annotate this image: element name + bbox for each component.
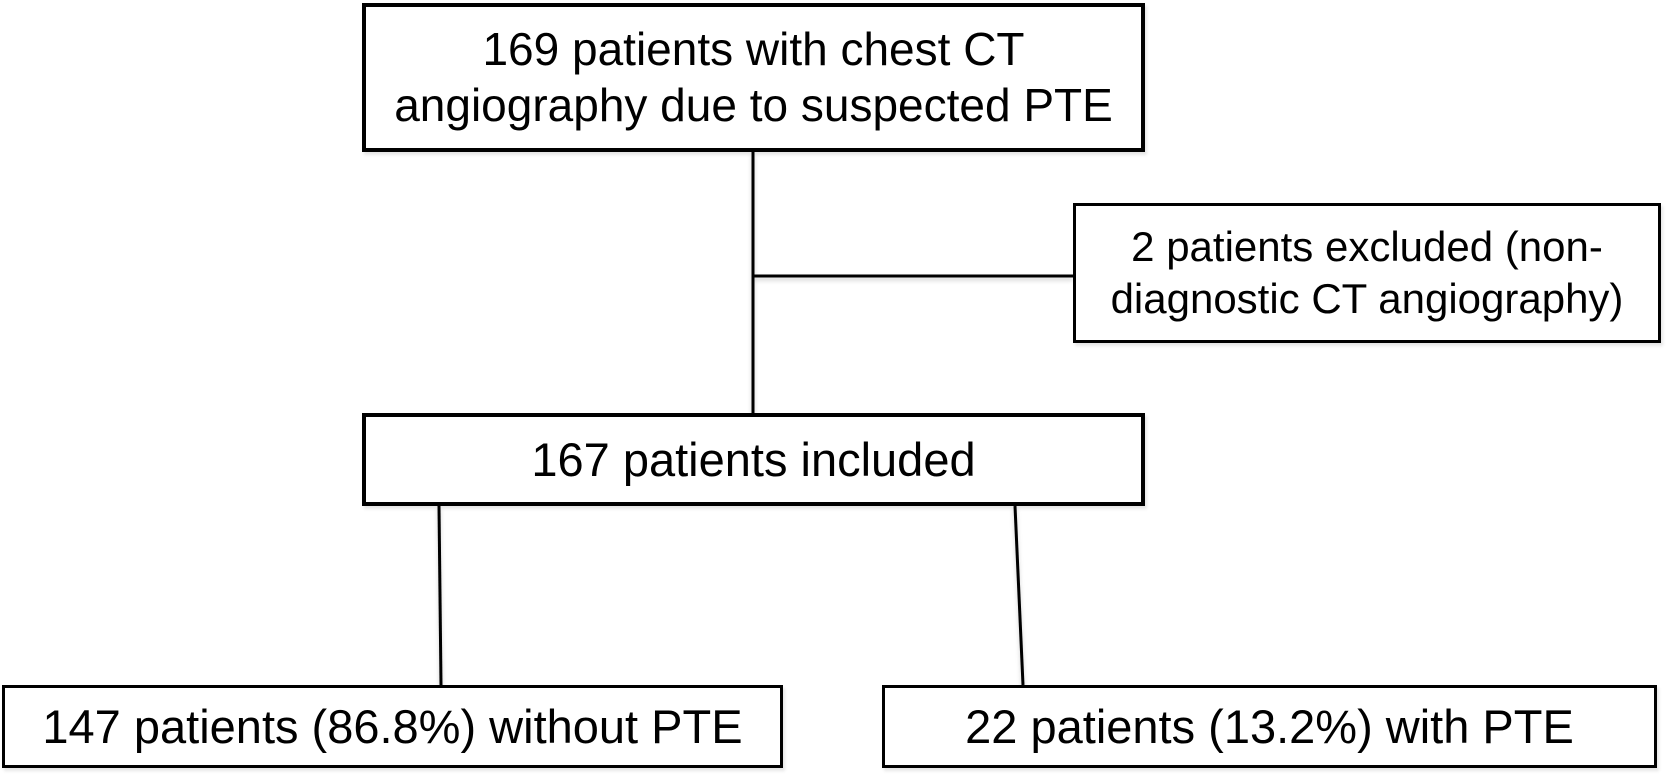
node-without-pte-label: 147 patients (86.8%) without PTE <box>42 700 743 753</box>
node-included-patients: 167 patients included <box>362 413 1145 506</box>
node-with-pte: 22 patients (13.2%) with PTE <box>882 685 1657 768</box>
node-excluded-patients-label: 2 patients excluded (non-diagnostic CT a… <box>1110 222 1624 323</box>
node-included-patients-label: 167 patients included <box>531 433 976 486</box>
connector-included-with-pte <box>1013 505 1025 686</box>
node-without-pte: 147 patients (86.8%) without PTE <box>2 685 783 768</box>
node-total-patients: 169 patients with chest CT angiography d… <box>362 3 1145 152</box>
connector-included-without-pte <box>437 505 443 686</box>
node-excluded-patients: 2 patients excluded (non-diagnostic CT a… <box>1073 203 1661 343</box>
node-total-patients-label: 169 patients with chest CT angiography d… <box>394 23 1113 131</box>
node-with-pte-label: 22 patients (13.2%) with PTE <box>965 700 1574 753</box>
